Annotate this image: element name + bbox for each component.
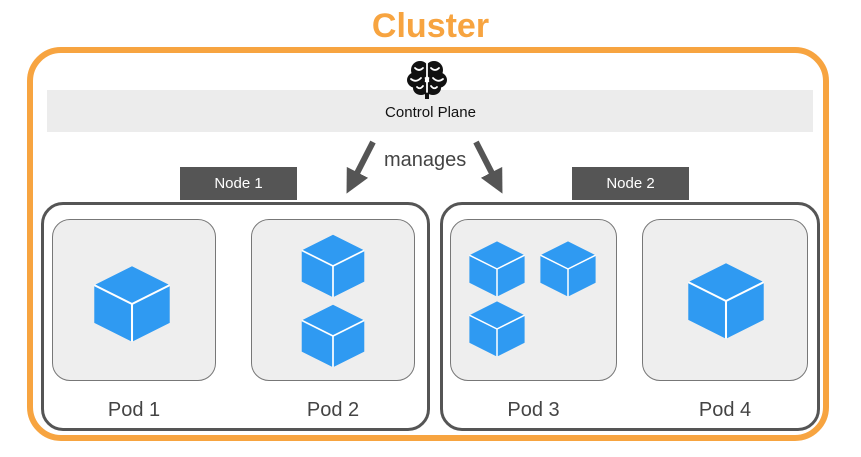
cluster-boundary — [27, 47, 829, 441]
node-2-box — [440, 202, 820, 431]
pod-1-card — [52, 219, 216, 381]
pod-2-label: Pod 2 — [306, 399, 360, 421]
brain-icon — [407, 61, 447, 99]
container-cube-icon — [301, 234, 365, 298]
manages-label: manages — [384, 149, 467, 171]
container-cube-icon — [469, 301, 525, 357]
pod-3-label: Pod 3 — [507, 399, 560, 421]
container-cube-icon — [301, 304, 365, 368]
node-1-box — [41, 202, 430, 431]
node-1-tab: Node 1 — [180, 167, 297, 200]
control-plane-label: Control Plane — [385, 104, 476, 121]
pod-1-label: Pod 1 — [107, 399, 161, 421]
pod-4-label: Pod 4 — [698, 399, 752, 421]
pod-4-card — [642, 219, 808, 381]
container-cube-icon — [469, 241, 525, 297]
control-plane-bar — [47, 90, 813, 132]
node-2-tab: Node 2 — [572, 167, 689, 200]
cluster-title: Cluster — [371, 7, 490, 45]
container-cube-icon — [93, 266, 171, 342]
container-cube-icon — [687, 263, 765, 339]
container-cube-icon — [540, 241, 596, 297]
pod-2-card — [251, 219, 415, 381]
pod-3-card — [450, 219, 617, 381]
